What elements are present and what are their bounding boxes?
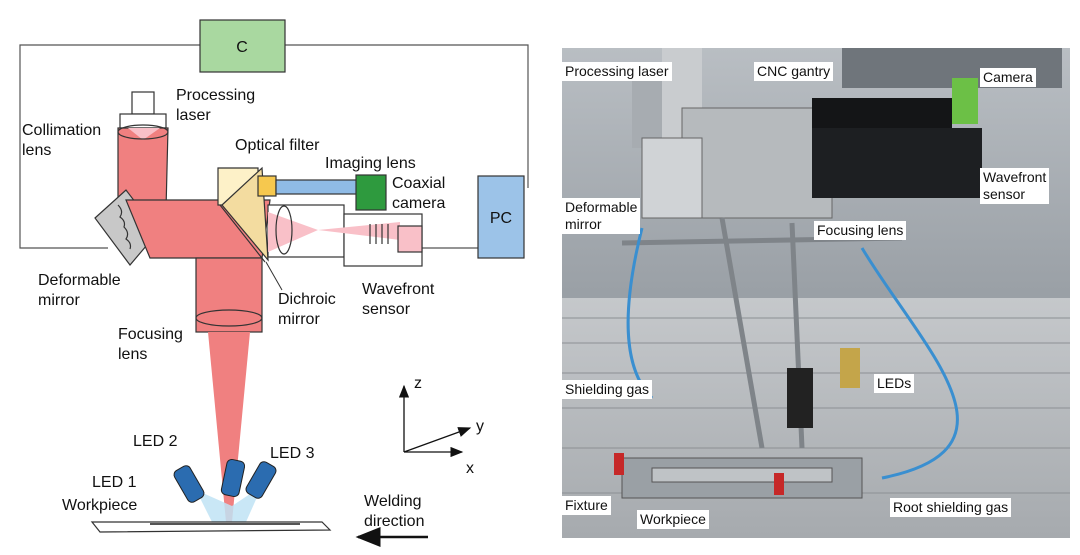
led-3-label: LED 3 — [270, 445, 315, 462]
controller-box — [199, 19, 286, 73]
wavefront-sensor-label: Wavefront sensor — [362, 281, 439, 318]
coaxial-camera-label: Coaxial camera — [392, 175, 450, 212]
collimator-head — [119, 113, 167, 129]
pc-label: PC — [490, 210, 512, 227]
led-1-label: LED 1 — [92, 474, 137, 491]
deformable-mirror-label: Deformable mirror — [38, 272, 125, 309]
workpiece-label: Workpiece — [62, 497, 137, 514]
focusing-tube — [195, 257, 263, 333]
photo-processing-laser-label: Processing laser — [562, 62, 672, 81]
photo-fixture-label: Fixture — [562, 496, 611, 515]
axis-x-label: x — [466, 460, 474, 477]
photo-leds-label: LEDs — [874, 374, 915, 393]
setup-photo: Processing laser CNC gantry Camera Wavef… — [562, 48, 1070, 538]
photo-wavefront-sensor-label: Wavefront sensor — [980, 168, 1050, 204]
focusing-lens-label: Focusing lens — [118, 326, 187, 363]
led-2-label: LED 2 — [133, 433, 178, 450]
control-wiring — [19, 44, 529, 249]
photo-focusing-lens-label: Focusing lens — [814, 221, 907, 240]
photo-shielding-gas-label: Shielding gas — [562, 380, 653, 399]
led-2 — [220, 458, 246, 498]
photo-workpiece-label: Workpiece — [637, 510, 709, 529]
focusing-lens — [195, 309, 263, 327]
led-3 — [245, 461, 277, 499]
dichroic-mirror — [221, 166, 269, 262]
dichroic-mirror-label: Dichroic mirror — [278, 291, 340, 328]
axis-y-label: y — [476, 418, 484, 435]
axis-z-label: z — [414, 375, 422, 392]
photo-root-shielding-gas-label: Root shielding gas — [890, 498, 1012, 517]
led-1 — [173, 465, 205, 503]
photo-deformable-mirror-label: Deformable mirror — [562, 198, 641, 234]
photo-rendering — [562, 48, 1070, 538]
photo-camera-label: Camera — [980, 68, 1036, 87]
laser-connector — [131, 91, 155, 115]
setup-schematic: C PC — [19, 19, 529, 547]
welding-direction-label: Welding direction — [364, 493, 426, 530]
pc-box — [477, 175, 525, 259]
coordinate-axes — [398, 384, 472, 458]
collimation-lens-label: Collimation lens — [22, 122, 106, 159]
lenslet-array — [369, 224, 389, 244]
imaging-tube — [275, 179, 359, 195]
optical-filter-label: Optical filter — [235, 137, 320, 154]
collimation-lens — [117, 124, 169, 140]
coaxial-camera — [355, 174, 387, 211]
cnc-gantry-head — [681, 107, 833, 219]
focused-beam — [208, 332, 250, 522]
led-light — [196, 486, 262, 522]
photo-cnc-gantry-label: CNC gantry — [754, 62, 834, 81]
processing-laser-label: Processing laser — [176, 87, 260, 124]
wavefront-sensor-photo — [812, 128, 982, 198]
controller-label: C — [236, 39, 248, 56]
imaging-lens-tube — [257, 175, 277, 197]
wavefront-lens — [275, 205, 293, 255]
imaging-lens-label: Imaging lens — [325, 155, 416, 172]
camera-photo — [812, 98, 952, 128]
workpiece-photo — [651, 467, 833, 483]
